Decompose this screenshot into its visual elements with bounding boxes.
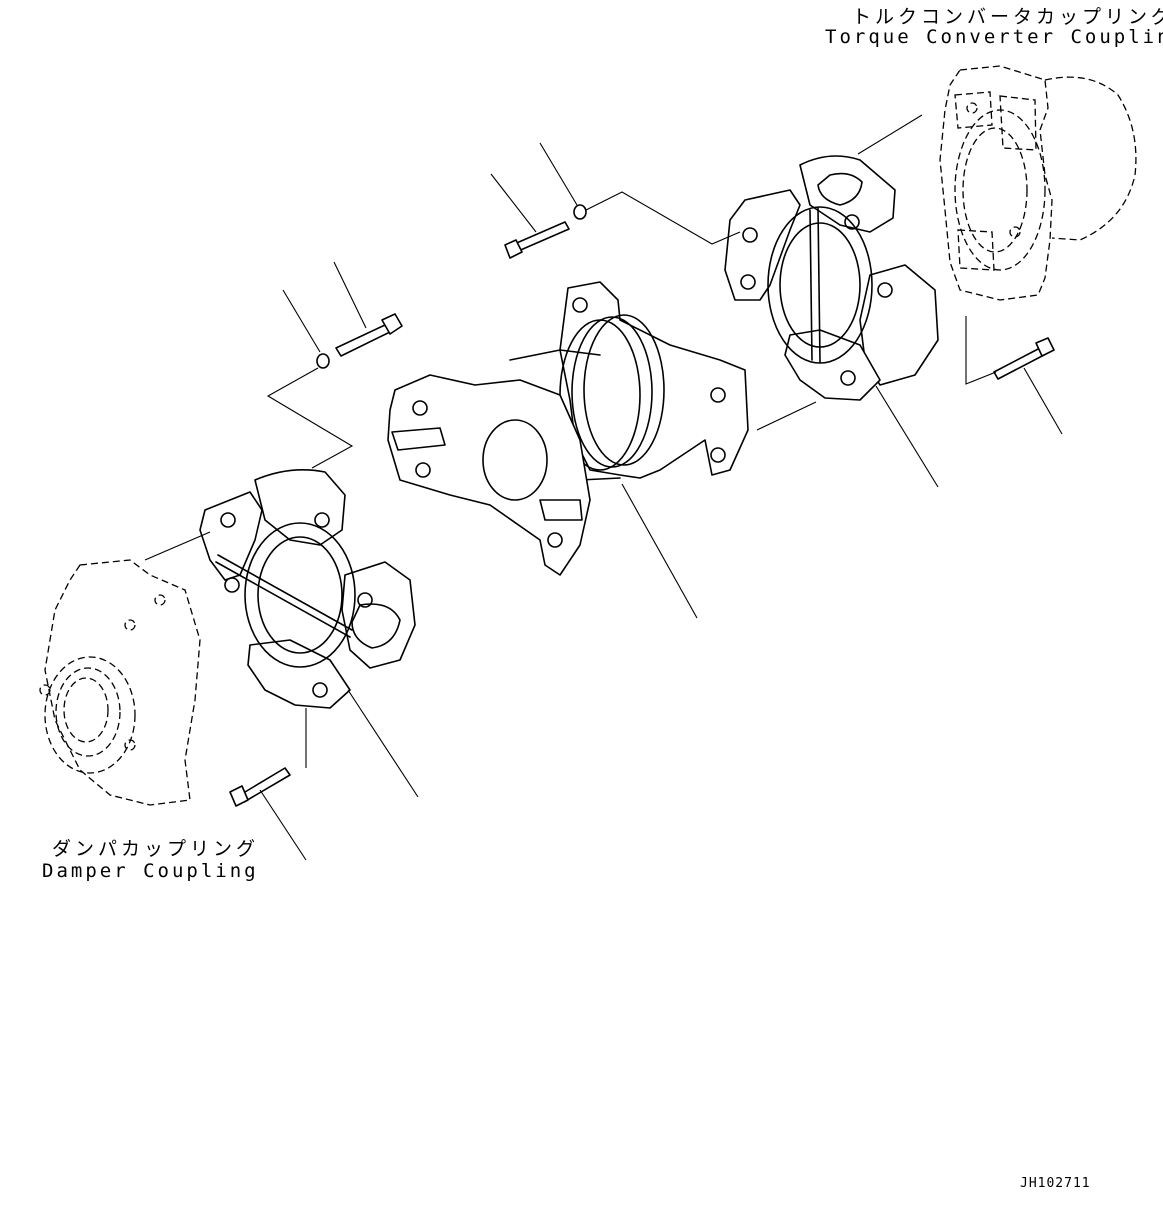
- torque-converter-coupling-label: Torque Converter Coupling: [825, 26, 1163, 48]
- washer-top-center: [573, 204, 587, 220]
- damper-coupling-housing: [39, 559, 201, 806]
- bolt-top-left: [335, 313, 403, 357]
- drive-shaft: [387, 281, 749, 576]
- damper-coupling-label-jp: ダンパカップリング: [52, 838, 260, 860]
- drawing-id: JH102711: [1020, 1176, 1091, 1191]
- leader-lines: [144, 114, 1063, 861]
- bolt-top-center: [504, 221, 570, 259]
- right-spider-coupling: [724, 155, 939, 401]
- bolt-bottom-left: [229, 767, 291, 807]
- bolt-right: [993, 337, 1055, 380]
- left-spider-coupling: [199, 468, 416, 709]
- washer-top-left: [316, 353, 330, 369]
- torque-converter-coupling-label-jp: トルクコンバータカップリング: [852, 6, 1163, 28]
- torque-converter-housing: [939, 65, 1137, 301]
- damper-coupling-label: Damper Coupling: [42, 860, 259, 882]
